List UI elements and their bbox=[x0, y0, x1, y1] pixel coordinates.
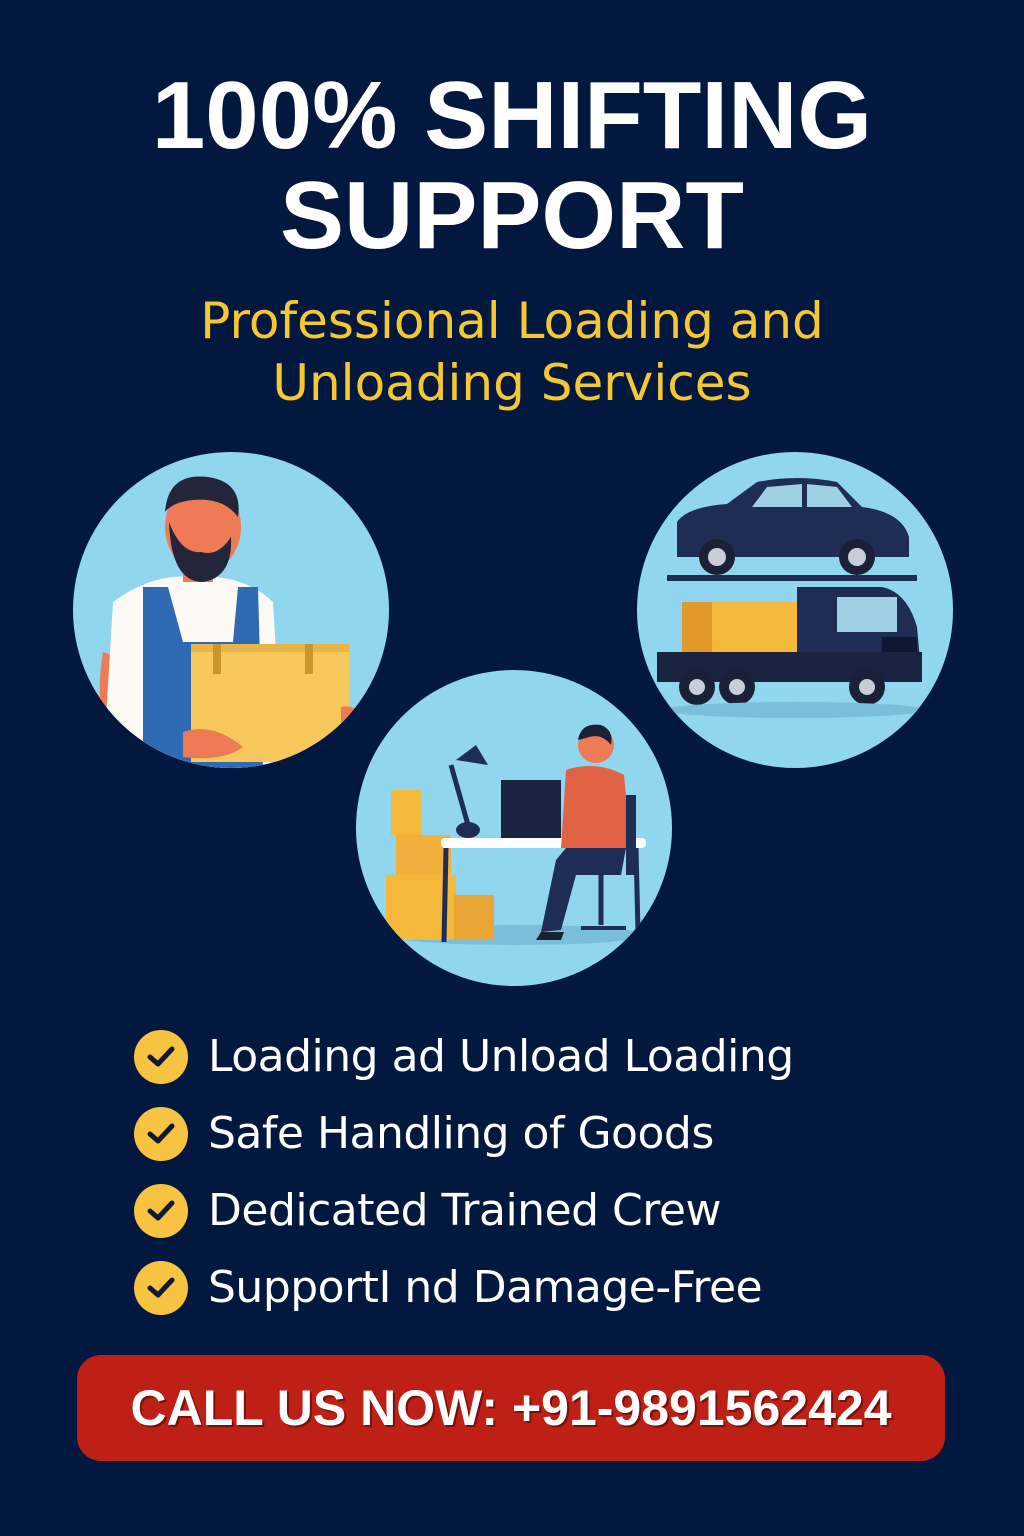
check-circle-icon bbox=[134, 1183, 188, 1238]
headline-line-2: SUPPORT bbox=[279, 162, 745, 269]
call-us-button[interactable]: CALL US NOW: +91-9891562424 bbox=[77, 1355, 945, 1461]
feature-label: Loading ad Unload Loading bbox=[208, 1031, 794, 1082]
office-booking-illustration bbox=[356, 670, 672, 986]
feature-label: SupportI nd Damage-Free bbox=[208, 1262, 763, 1313]
subheadline-line-2: Unloading Services bbox=[272, 354, 752, 412]
feature-item: Safe Handling of Goods bbox=[134, 1095, 794, 1172]
truck-icon bbox=[657, 478, 925, 718]
headline-line-1: 100% SHIFTING bbox=[151, 62, 873, 169]
car-carrier-illustration bbox=[637, 452, 953, 768]
subheadline-line-1: Professional Loading and bbox=[200, 292, 824, 350]
feature-label: Safe Handling of Goods bbox=[208, 1108, 714, 1159]
feature-item: Loading ad Unload Loading bbox=[134, 1018, 794, 1095]
headline: 100% SHIFTING SUPPORT bbox=[0, 66, 1024, 266]
feature-item: SupportI nd Damage-Free bbox=[134, 1249, 794, 1326]
feature-list: Loading ad Unload Loading Safe Handling … bbox=[134, 1018, 794, 1326]
mover-icon bbox=[99, 476, 362, 768]
call-us-label: CALL US NOW: +91-9891562424 bbox=[130, 1380, 892, 1436]
check-circle-icon bbox=[134, 1260, 188, 1315]
subheadline: Professional Loading and Unloading Servi… bbox=[0, 290, 1024, 414]
office-desk-icon bbox=[386, 724, 646, 945]
check-circle-icon bbox=[134, 1029, 188, 1084]
mover-with-box-illustration bbox=[73, 452, 389, 768]
feature-label: Dedicated Trained Crew bbox=[208, 1185, 721, 1236]
check-circle-icon bbox=[134, 1106, 188, 1161]
feature-item: Dedicated Trained Crew bbox=[134, 1172, 794, 1249]
